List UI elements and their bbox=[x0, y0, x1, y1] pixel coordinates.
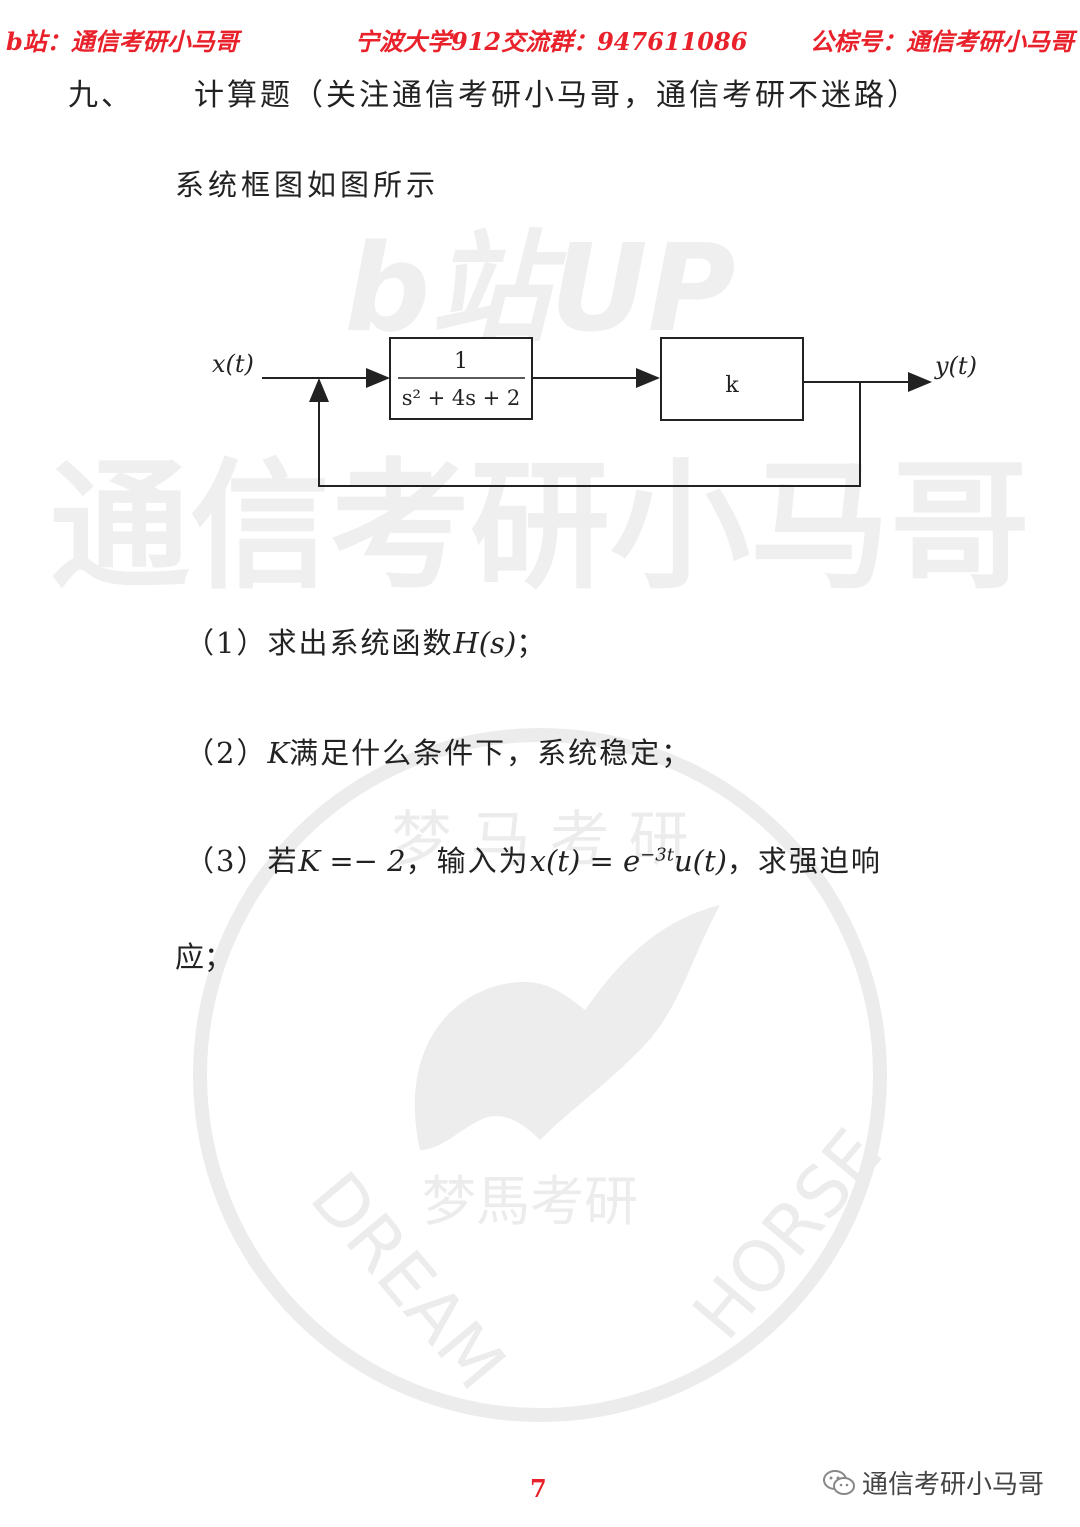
section-title: 九、 计算题（关注通信考研小马哥，通信考研不迷路） bbox=[68, 70, 920, 114]
question-3: （3）若K =− 2，输入为x(t) = e−3tu(t)，求强迫响 bbox=[185, 838, 882, 880]
watermark-horse-icon bbox=[414, 905, 720, 1150]
gain-label: k bbox=[725, 373, 739, 398]
q3-math-k: K =− 2 bbox=[298, 844, 406, 878]
q1-math: H(s) bbox=[453, 626, 517, 660]
feedback-path bbox=[309, 378, 861, 487]
watermark-seal-right: HORSE bbox=[677, 1114, 897, 1354]
block1-denominator: s² + 4s + 2 bbox=[402, 386, 521, 410]
q1-text: （1）求出系统函数 bbox=[185, 626, 454, 660]
section-title-text: 计算题（关注通信考研小马哥，通信考研不迷路） bbox=[194, 78, 920, 113]
question-2: （2）K满足什么条件下，系统稳定； bbox=[185, 730, 692, 772]
gain-block bbox=[660, 337, 804, 421]
watermark-seal-bottom: 梦馬考研 bbox=[422, 1170, 638, 1233]
section-number: 九、 bbox=[68, 78, 134, 113]
input-label: x(t) bbox=[212, 350, 254, 378]
question-1: （1）求出系统函数H(s)； bbox=[185, 620, 547, 662]
q3-prefix: （3）若 bbox=[185, 844, 299, 878]
q3-math-step: u(t) bbox=[673, 844, 727, 878]
question-3-continued: 应； bbox=[175, 940, 234, 974]
q3-suffix: ，求强迫响 bbox=[726, 844, 882, 878]
footer-brand: 通信考研小马哥 bbox=[822, 1464, 1044, 1501]
q3-math-input: x(t) = e bbox=[529, 844, 641, 878]
q3-exponent: −3t bbox=[640, 844, 674, 866]
wechat-icon bbox=[823, 1469, 855, 1495]
intro-text: 系统框图如图所示 bbox=[175, 168, 440, 202]
output-label: y(t) bbox=[934, 352, 977, 380]
header-right: 公棕号：通信考研小马哥 bbox=[810, 27, 1074, 56]
header-middle: 宁波大学912交流群：947611086 bbox=[355, 27, 748, 56]
footer-brand-text: 通信考研小马哥 bbox=[862, 1470, 1045, 1500]
block1-numerator: 1 bbox=[454, 349, 468, 374]
block-diagram: x(t) 1 s² + 4s + 2 k y(t) bbox=[212, 337, 977, 487]
q2-math: K bbox=[267, 736, 290, 770]
q2-text: 满足什么条件下，系统稳定； bbox=[289, 736, 693, 770]
q1-suffix: ； bbox=[516, 626, 548, 660]
q3-mid: ，输入为 bbox=[405, 844, 530, 878]
header-left: b站：通信考研小马哥 bbox=[6, 27, 239, 56]
watermark-seal-left: DREAM bbox=[295, 1157, 522, 1405]
q2-prefix: （2） bbox=[185, 736, 268, 770]
page-number: 7 bbox=[530, 1474, 547, 1503]
